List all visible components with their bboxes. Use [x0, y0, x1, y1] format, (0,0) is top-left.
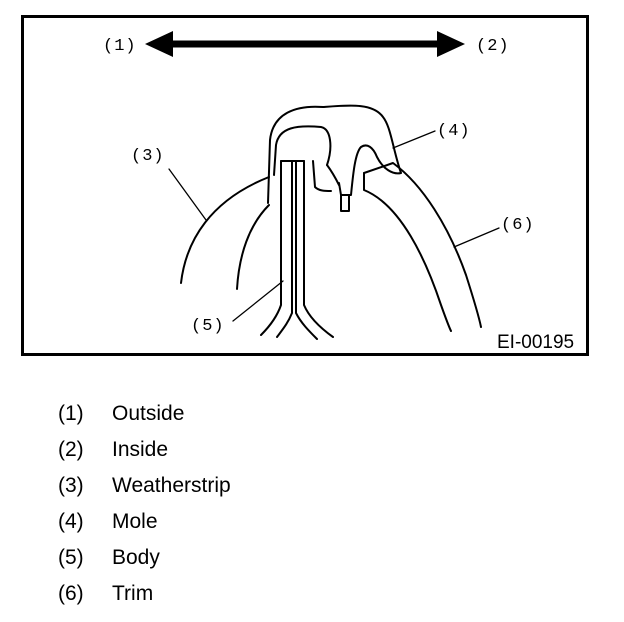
weatherstrip-shape [180, 176, 270, 290]
mole-shape [267, 104, 402, 212]
callout-3: (3) [131, 147, 165, 166]
body-panel-shape [260, 160, 334, 340]
legend-item: (2) Inside [58, 432, 231, 468]
legend-number: (3) [58, 474, 84, 497]
leader-lines [168, 130, 500, 322]
weatherstrip-cross-section-diagram: (1) (2) (3) (4) (5) (6) [21, 15, 589, 356]
legend-item: (1) Outside [58, 396, 231, 432]
legend-number: (6) [58, 582, 84, 605]
callout-6: (6) [501, 216, 535, 235]
legend-label: Trim [112, 582, 154, 605]
legend-item: (4) Mole [58, 504, 231, 540]
legend-label: Outside [112, 402, 185, 425]
figure-code: EI-00195 [497, 332, 574, 353]
legend-number: (4) [58, 510, 84, 533]
legend-number: (1) [58, 402, 84, 425]
legend-item: (3) Weatherstrip [58, 468, 231, 504]
legend-list: (1) Outside (2) Inside (3) Weatherstrip … [58, 396, 231, 612]
legend-number: (2) [58, 438, 84, 461]
callout-4: (4) [437, 122, 471, 141]
legend-item: (5) Body [58, 540, 231, 576]
callout-1: (1) [103, 37, 137, 56]
diagram-border [21, 15, 589, 356]
legend-label: Weatherstrip [112, 474, 231, 497]
callout-2: (2) [476, 37, 510, 56]
legend-label: Inside [112, 438, 169, 461]
direction-arrow [145, 31, 465, 57]
trim-shape [363, 162, 482, 332]
legend-number: (5) [58, 546, 84, 569]
diagram-frame: (1) (2) (3) (4) (5) (6) [21, 15, 589, 356]
callout-5: (5) [191, 317, 225, 336]
legend-item: (6) Trim [58, 576, 231, 612]
legend-label: Body [112, 546, 160, 569]
legend-label: Mole [112, 510, 158, 533]
